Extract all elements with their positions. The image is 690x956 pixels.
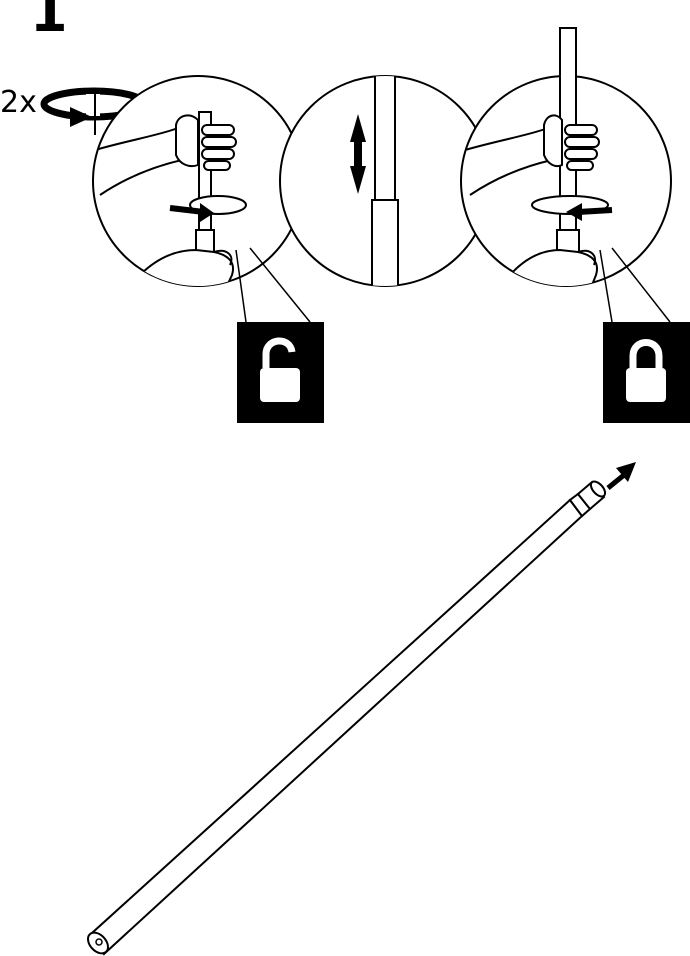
unlock-panel [93,76,324,423]
telescopic-pole [84,479,608,956]
extend-direction-arrow-icon [608,462,636,488]
slide-panel [280,73,490,300]
lock-panel [461,28,690,423]
